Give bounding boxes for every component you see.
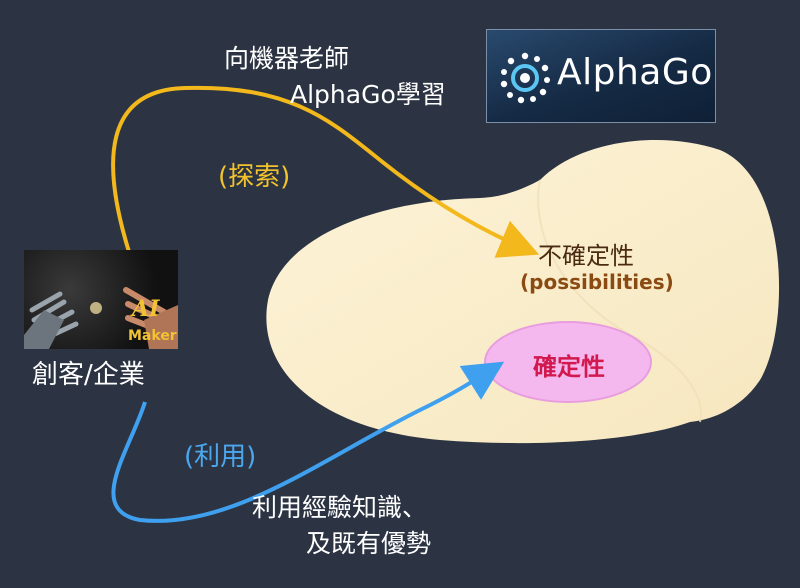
maker-label: 創客/企業 (32, 360, 145, 390)
maker-logo-text: Maker (128, 328, 177, 344)
alphago-logo-text: AlphaGo (557, 52, 713, 93)
teacher-text-line2: AlphaGo學習 (290, 80, 446, 109)
exploit-desc-line2: 及既有優勢 (306, 529, 432, 558)
uncertainty-label: 不確定性 (538, 242, 634, 270)
alphago-mark-icon (500, 52, 550, 104)
teacher-text-line1: 向機器老師 (224, 44, 350, 73)
exploit-desc-line1: 利用經驗知識、 (252, 493, 428, 522)
exploit-arrow (111, 361, 505, 523)
ai-logo-text: AI (132, 296, 160, 322)
alphago-logo: AlphaGo (486, 29, 716, 123)
certainty-label: 確定性 (533, 353, 605, 381)
explore-arrow (111, 85, 540, 258)
explore-label: (探索) (218, 162, 291, 192)
robot-hand-icon (24, 287, 178, 349)
ai-maker-logo: AI Maker (24, 250, 178, 349)
possibilities-label: (possibilities) (520, 270, 674, 294)
exploit-label: (利用) (184, 442, 257, 472)
